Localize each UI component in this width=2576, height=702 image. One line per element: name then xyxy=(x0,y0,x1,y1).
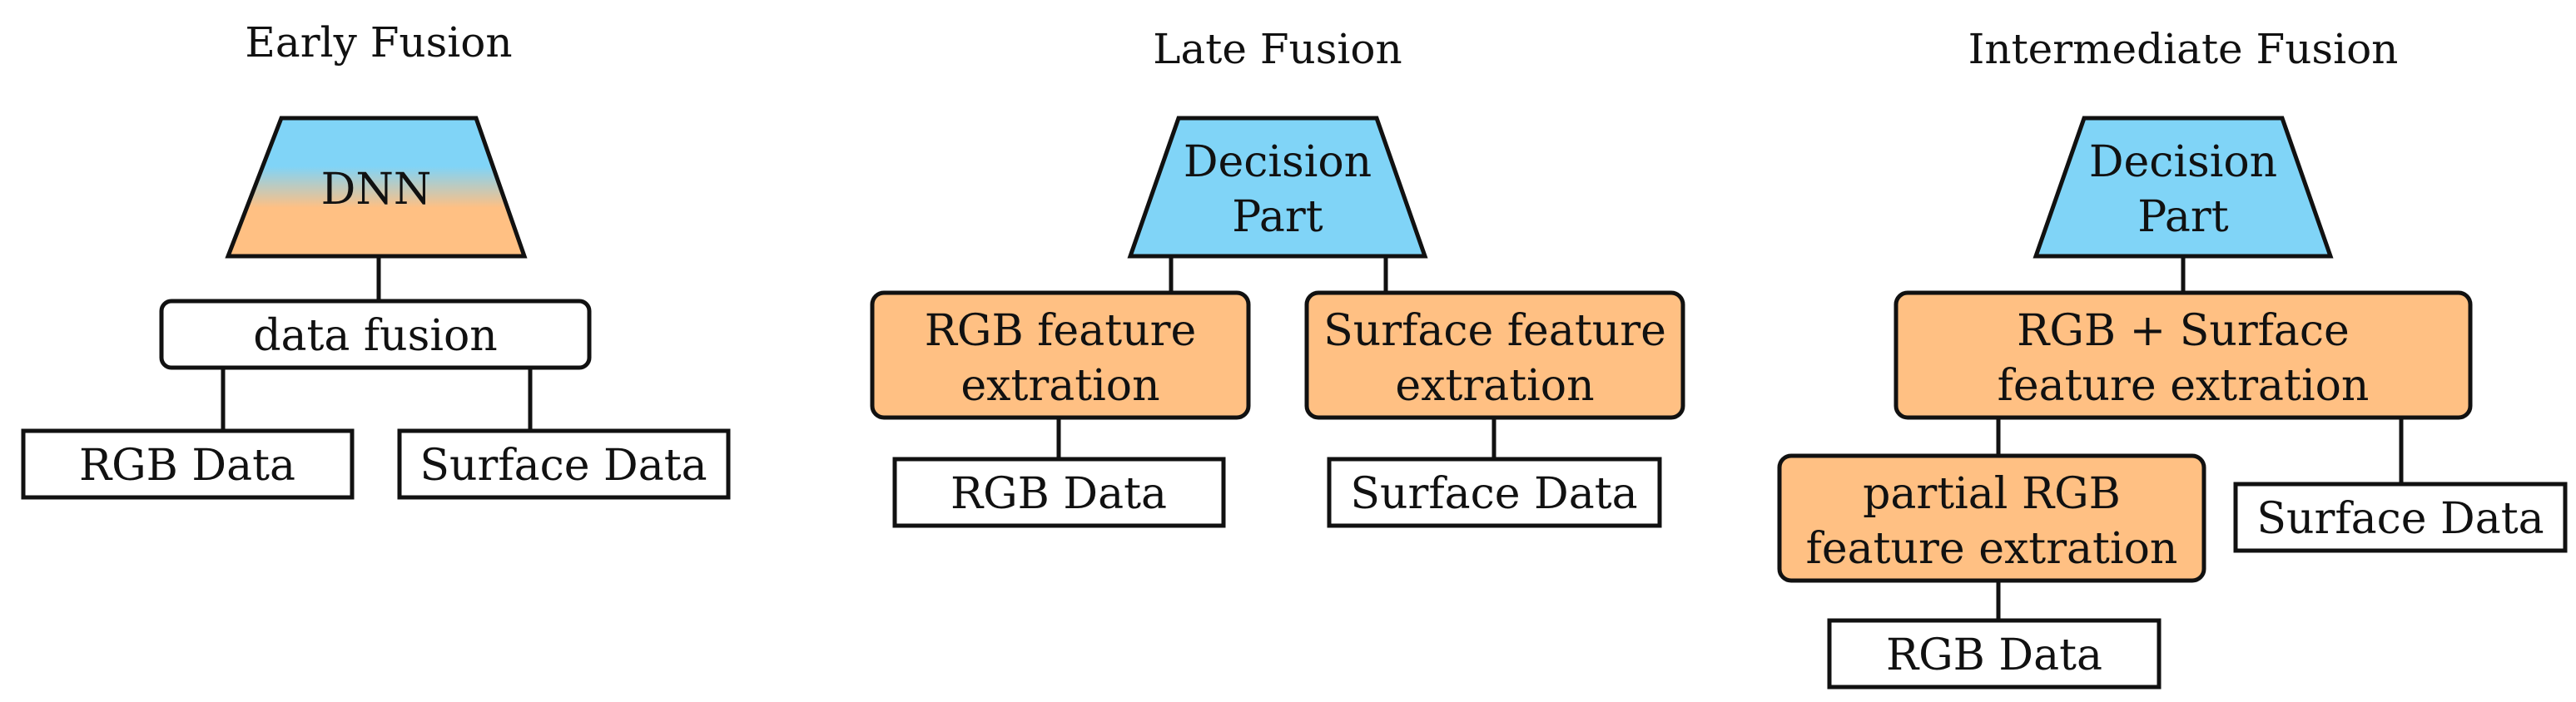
rgb-feature-box xyxy=(870,290,1251,420)
data-fusion-box xyxy=(159,299,592,370)
decision-part-label-line1: Decision xyxy=(1184,137,1372,187)
partial-rgb-feature-label-line1: partial RGB xyxy=(1863,469,2121,519)
rgb-data-box xyxy=(1827,618,2162,690)
rgb-data-box xyxy=(21,428,355,500)
intermediate-fusion-title: Intermediate Fusion xyxy=(1968,25,2399,73)
rgb-feature-label-line1: RGB feature xyxy=(925,306,1196,356)
joint-feature-label-line1: RGB + Surface xyxy=(2017,306,2350,356)
surface-feature-label-line1: Surface feature xyxy=(1323,306,1666,356)
early-fusion-title: Early Fusion xyxy=(245,18,512,67)
surface-data-box xyxy=(2233,482,2568,553)
intermediate-fusion-panel: Intermediate Fusion Decision Part RGB + … xyxy=(1777,25,2568,690)
joint-feature-label-line2: feature extration xyxy=(1998,361,2370,411)
surface-data-box xyxy=(1327,457,1662,528)
partial-rgb-feature-label-line2: feature extration xyxy=(1806,524,2178,574)
data-fusion-label: data fusion xyxy=(253,311,498,361)
decision-part-label-line1: Decision xyxy=(2089,137,2277,187)
joint-feature-box xyxy=(1894,290,2473,420)
rgb-data-box xyxy=(892,457,1226,528)
surface-feature-box xyxy=(1304,290,1685,420)
dnn-trapezoid xyxy=(225,116,528,259)
decision-part-label-line2: Part xyxy=(2137,192,2229,242)
rgb-feature-label-line2: extration xyxy=(960,361,1159,411)
decision-part-trapezoid xyxy=(2033,116,2334,259)
decision-part-trapezoid xyxy=(1127,116,1428,259)
early-fusion-panel: Early Fusion DNN data fusion RGB Data Su… xyxy=(21,18,731,500)
rgb-data-label: RGB Data xyxy=(79,441,295,491)
partial-rgb-feature-box xyxy=(1777,453,2206,583)
late-fusion-panel: Late Fusion Decision Part RGB feature ex… xyxy=(870,25,1685,528)
rgb-data-label: RGB Data xyxy=(1886,630,2102,680)
rgb-data-label: RGB Data xyxy=(950,469,1167,519)
surface-data-label: Surface Data xyxy=(419,441,707,491)
surface-data-label: Surface Data xyxy=(2256,494,2544,544)
surface-feature-label-line2: extration xyxy=(1395,361,1594,411)
surface-data-label: Surface Data xyxy=(1350,469,1637,519)
decision-part-label-line2: Part xyxy=(1232,192,1323,242)
dnn-label: DNN xyxy=(321,165,432,215)
late-fusion-title: Late Fusion xyxy=(1153,25,1402,73)
surface-data-box xyxy=(397,428,731,500)
